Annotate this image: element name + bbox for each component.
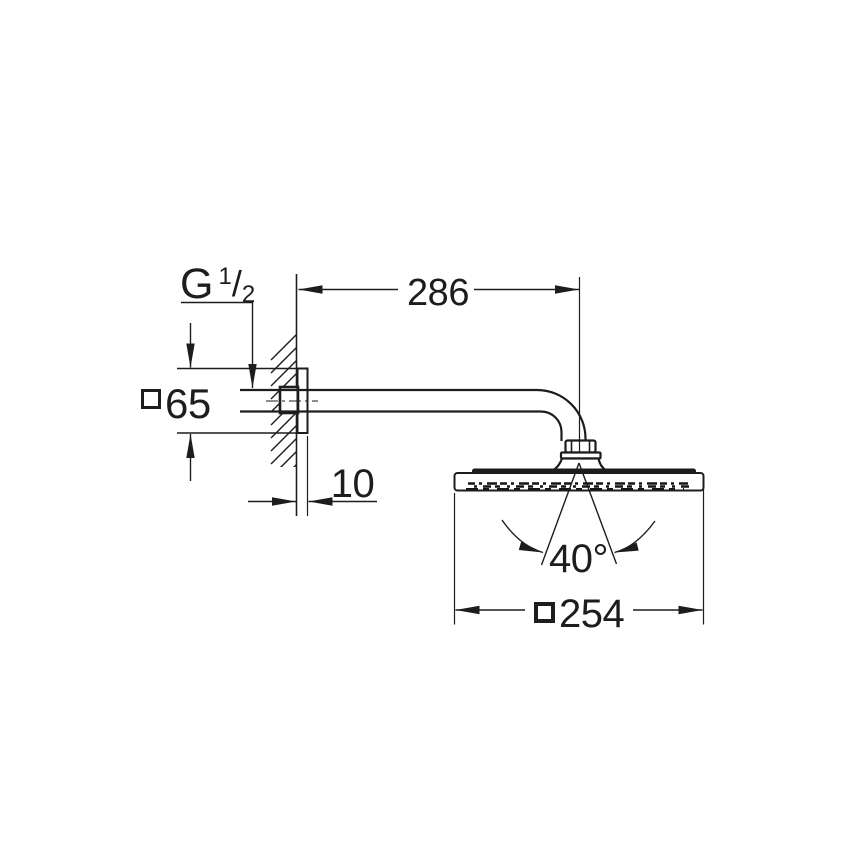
- square-profile-icon: [534, 602, 555, 623]
- dim-label-plate-thickness: 10: [330, 462, 375, 506]
- dim-label-plate-size: 65: [165, 380, 211, 427]
- head-connector: [549, 439, 610, 472]
- dim-label-arm-projection: 286: [407, 272, 469, 314]
- dim-label-head-size: 254: [559, 592, 625, 636]
- square-profile-icon: [141, 389, 161, 409]
- thread-leader: [181, 301, 257, 388]
- shower-arm: [240, 388, 587, 441]
- dim-label-spray-angle: 40°: [549, 537, 609, 581]
- dim-plate-thickness: [248, 436, 377, 516]
- thread-slash: /: [231, 263, 242, 304]
- spray-angle-lines: [501, 462, 656, 566]
- head-top-rim: [472, 468, 696, 474]
- thread-denominator: 2: [241, 281, 256, 308]
- thread-prefix: G: [180, 260, 214, 308]
- nozzle-band: [466, 482, 690, 490]
- thread-numerator: 1: [218, 263, 232, 290]
- dim-head-size: [453, 482, 705, 625]
- escutcheon-plate: [296, 367, 309, 434]
- dim-arm-projection: [298, 277, 581, 452]
- dim-plate-size: [177, 323, 297, 481]
- shower-head: [453, 468, 705, 492]
